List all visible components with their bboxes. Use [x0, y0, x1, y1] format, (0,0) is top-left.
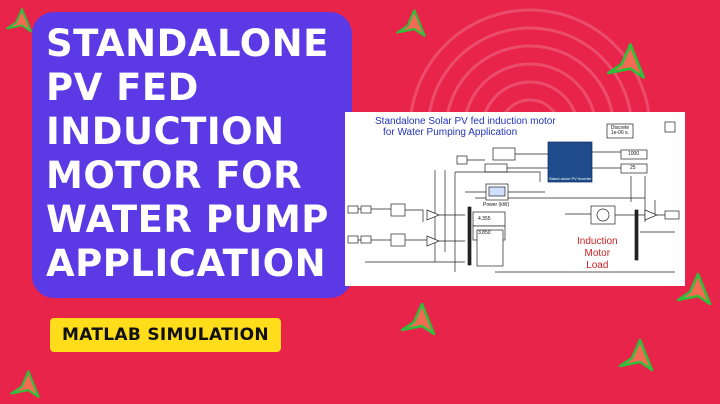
matlab-logo-icon	[400, 302, 436, 336]
title-line: MOTOR FOR	[46, 154, 303, 197]
load-label-line: Load	[586, 260, 609, 271]
matlab-logo-icon	[6, 8, 32, 33]
title-line: INDUCTION	[46, 110, 285, 153]
inverter-label: Stand alone PV Inverter	[549, 176, 592, 181]
display-value-2: 3.850	[478, 230, 491, 236]
matlab-logo-icon	[10, 370, 40, 398]
matlab-logo-icon	[607, 43, 645, 79]
title-line: APPLICATION	[46, 242, 327, 285]
simulink-title: Standalone Solar PV fed induction motor	[375, 116, 556, 127]
constant-1000: 1000	[628, 151, 640, 157]
matlab-logo-icon	[618, 338, 654, 372]
title-line: PV FED	[46, 66, 199, 109]
discrete-block-label: Discrete 1e-06 s.	[610, 125, 630, 136]
simulink-diagram	[347, 121, 680, 273]
power-label: Power (kW)	[483, 202, 510, 208]
constant-25: 25	[630, 165, 636, 171]
matlab-logo-icon	[676, 272, 712, 306]
simulink-model-image: Standalone Solar PV fed induction motor …	[345, 112, 685, 286]
title-text: STANDALONE PV FED INDUCTION MOTOR FOR WA…	[32, 22, 329, 286]
matlab-simulation-badge: MATLAB SIMULATION	[50, 318, 281, 352]
title-line: STANDALONE	[46, 22, 329, 65]
display-value-1: 4.355	[478, 216, 491, 222]
title-box: STANDALONE PV FED INDUCTION MOTOR FOR WA…	[32, 12, 352, 298]
load-label-line: Motor	[584, 248, 611, 259]
induction-motor-load-label: Induction Motor Load	[577, 236, 618, 272]
simulink-subtitle: for Water Pumping Application	[383, 127, 518, 138]
matlab-logo-icon	[396, 9, 426, 37]
load-label-line: Induction	[577, 236, 618, 247]
title-line: WATER PUMP	[46, 198, 329, 241]
